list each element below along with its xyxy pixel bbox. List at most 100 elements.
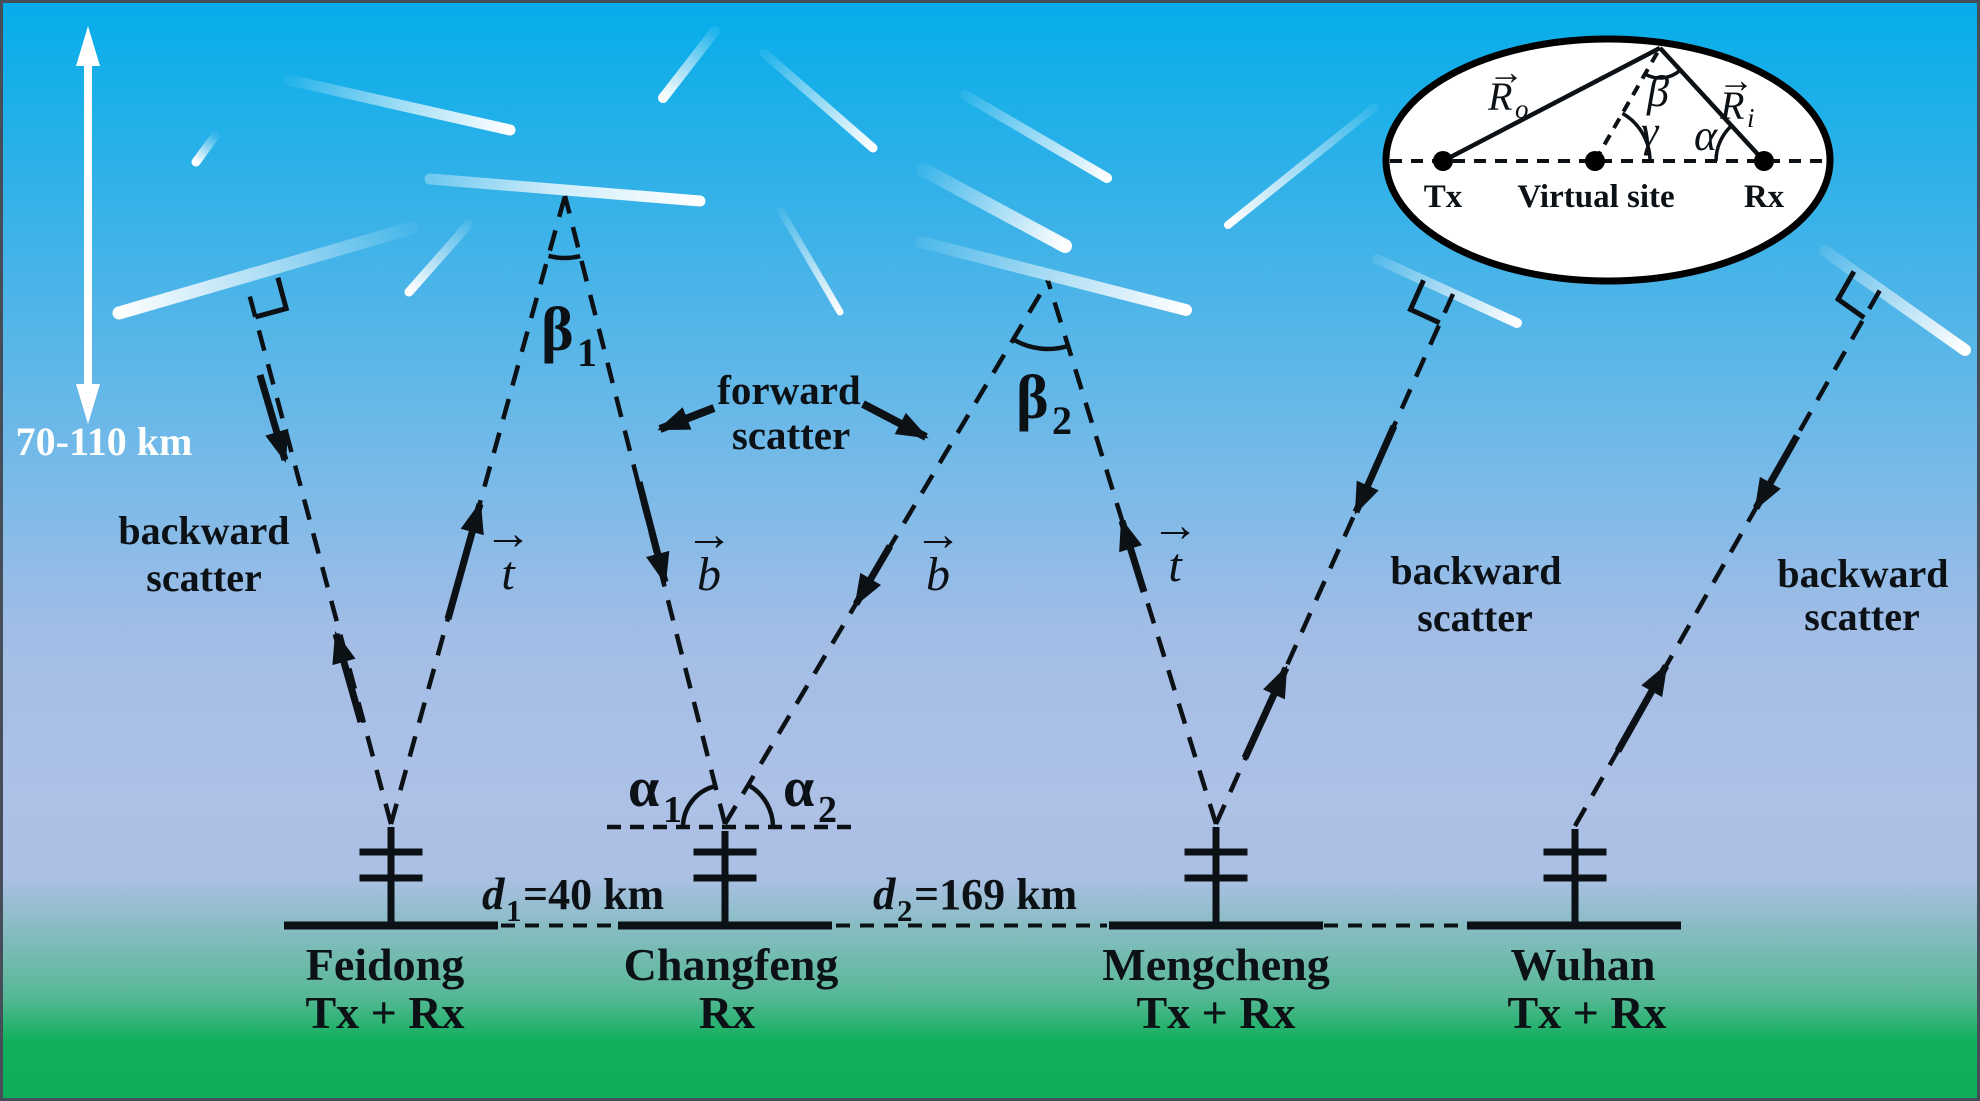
backward-scatter-left-line1: backward: [118, 508, 289, 553]
alpha2-symbol: α: [783, 757, 814, 819]
b-vector-letter-right: b: [926, 548, 950, 601]
meteor-trail: [777, 207, 844, 316]
baseline-dashes: [501, 824, 1465, 928]
right-angle-mengcheng: [1407, 279, 1441, 326]
meteor-trail: [658, 26, 720, 103]
meteor-trail: [1224, 103, 1379, 229]
meteor-trail-mengcheng-backscatter: [1372, 254, 1522, 328]
inset-labels: Tx Virtual site Rx → R o → R i β γ α: [1424, 52, 1785, 215]
t-vector-letter-left: t: [501, 547, 516, 600]
beta2-symbol: β: [1016, 364, 1049, 432]
inset-virtual-site-dot: [1585, 151, 1605, 171]
forward-scatter-pointers: [657, 400, 929, 441]
inset-virtual-line: [1593, 47, 1662, 162]
inset-rx-dot: [1754, 151, 1774, 171]
station-name-wuhan: Wuhan: [1511, 939, 1656, 990]
forward-scatter-line2: scatter: [732, 412, 850, 458]
arrow-feidong-transmit-up: [332, 631, 365, 723]
beta1-subscript: 1: [577, 330, 597, 375]
inset-rx-label: Rx: [1744, 179, 1785, 215]
arrow-mengcheng-t-vector: [1118, 518, 1148, 594]
forward-scatter-line1: forward: [717, 367, 861, 413]
meteor-trail-wuhan-backscatter: [1819, 245, 1971, 356]
inset-ri-base: R: [1719, 83, 1744, 128]
backward-scatter-right-line1: backward: [1777, 551, 1948, 596]
meteor-trails: [112, 26, 1971, 356]
d1-value: =40 km: [523, 870, 664, 919]
altitude-range-arrow: [76, 26, 100, 424]
altitude-arrowhead-down: [76, 384, 100, 424]
arrow-feidong-return-down: [256, 374, 289, 463]
arrow-mengcheng-return-down: [1352, 424, 1398, 515]
backward-scatter-left-line2: scatter: [146, 555, 261, 600]
arrow-feidong-t-vector: [444, 501, 484, 620]
distance-d1: d 1 =40 km: [482, 869, 664, 928]
backward-scatter-mid-line2: scatter: [1417, 595, 1532, 640]
station-role-changfeng: Rx: [699, 987, 755, 1038]
arrow-wuhan-transmit-up: [1614, 663, 1670, 753]
inset-ro-arrow: →: [1488, 52, 1524, 92]
station-role-wuhan: Tx + Rx: [1507, 987, 1666, 1038]
path-mengcheng-backscatter: [1213, 293, 1456, 825]
d1-subscript: 1: [506, 893, 522, 928]
inset-tx-dot: [1433, 151, 1453, 171]
arrow-apex1-b-vector-down: [635, 481, 670, 585]
d2-subscript: 2: [897, 893, 913, 928]
meteor-trail: [283, 74, 516, 136]
d2-value: =169 km: [914, 870, 1077, 919]
arrow-apex2-b-vector-down: [852, 544, 894, 607]
right-angle-wuhan: [1834, 270, 1866, 320]
inset-ri-arrow: →: [1718, 60, 1754, 100]
alpha1-subscript: 1: [663, 789, 682, 831]
b-vector-arrow-left: →: [685, 508, 733, 561]
station-role-mengcheng: Tx + Rx: [1136, 987, 1295, 1038]
station-name-feidong: Feidong: [306, 939, 464, 990]
meteor-trail: [960, 90, 1112, 183]
b-vector-letter-left: b: [697, 548, 721, 601]
altitude-arrowhead-up: [76, 26, 100, 66]
path-feidong-backscatter: [244, 285, 394, 825]
antenna-feidong: [284, 827, 498, 930]
distance-d2: d 2 =169 km: [873, 869, 1077, 928]
meteor-trail: [191, 131, 220, 167]
station-name-mengcheng: Mengcheng: [1102, 939, 1329, 990]
arc-beta1: [547, 253, 581, 261]
meteor-trail-apex1: [424, 173, 706, 207]
beta1-symbol: β: [541, 296, 574, 364]
backward-scatter-right-line2: scatter: [1804, 594, 1919, 639]
text-labels: 70-110 km backward scatter backward scat…: [16, 52, 1949, 1038]
right-angle-feidong: [254, 277, 290, 320]
antenna-wuhan: [1467, 829, 1681, 930]
t-vector-arrow-left: →: [484, 507, 532, 560]
inset-arc-gamma: [1621, 111, 1652, 162]
meteor-trail: [759, 48, 878, 153]
station-name-changfeng: Changfeng: [624, 939, 839, 990]
arrow-mengcheng-transmit-up: [1241, 665, 1290, 760]
arc-alpha1: [680, 784, 716, 828]
inset-ro-line: [1441, 46, 1662, 163]
station-role-feidong: Tx + Rx: [305, 987, 464, 1038]
arc-alpha2: [748, 783, 776, 828]
inset-tx-label: Tx: [1424, 179, 1463, 215]
meteor-trail: [917, 163, 1072, 253]
antenna-mengcheng: [1109, 827, 1323, 930]
inset-alpha-label: α: [1694, 111, 1718, 160]
inset-ri-line: [1658, 46, 1766, 163]
inset-beta-label: β: [1646, 67, 1669, 116]
arrow-forward-scatter-right: [861, 400, 929, 441]
altitude-label: 70-110 km: [16, 419, 193, 464]
backward-scatter-mid-line1: backward: [1390, 548, 1561, 593]
meteor-trail-feidong-backscatter: [112, 221, 419, 320]
right-angle-marks: [254, 270, 1866, 326]
antenna-changfeng: [618, 831, 832, 930]
wave-direction-arrows: [256, 374, 1801, 760]
alpha1-symbol: α: [628, 757, 659, 819]
b-vector-arrow-right: →: [914, 508, 962, 561]
virtual-site-inset: [1382, 35, 1834, 285]
inset-virtual-site-label: Virtual site: [1517, 179, 1674, 215]
inset-arc-alpha: [1714, 124, 1733, 162]
inset-arc-beta: [1644, 68, 1682, 80]
